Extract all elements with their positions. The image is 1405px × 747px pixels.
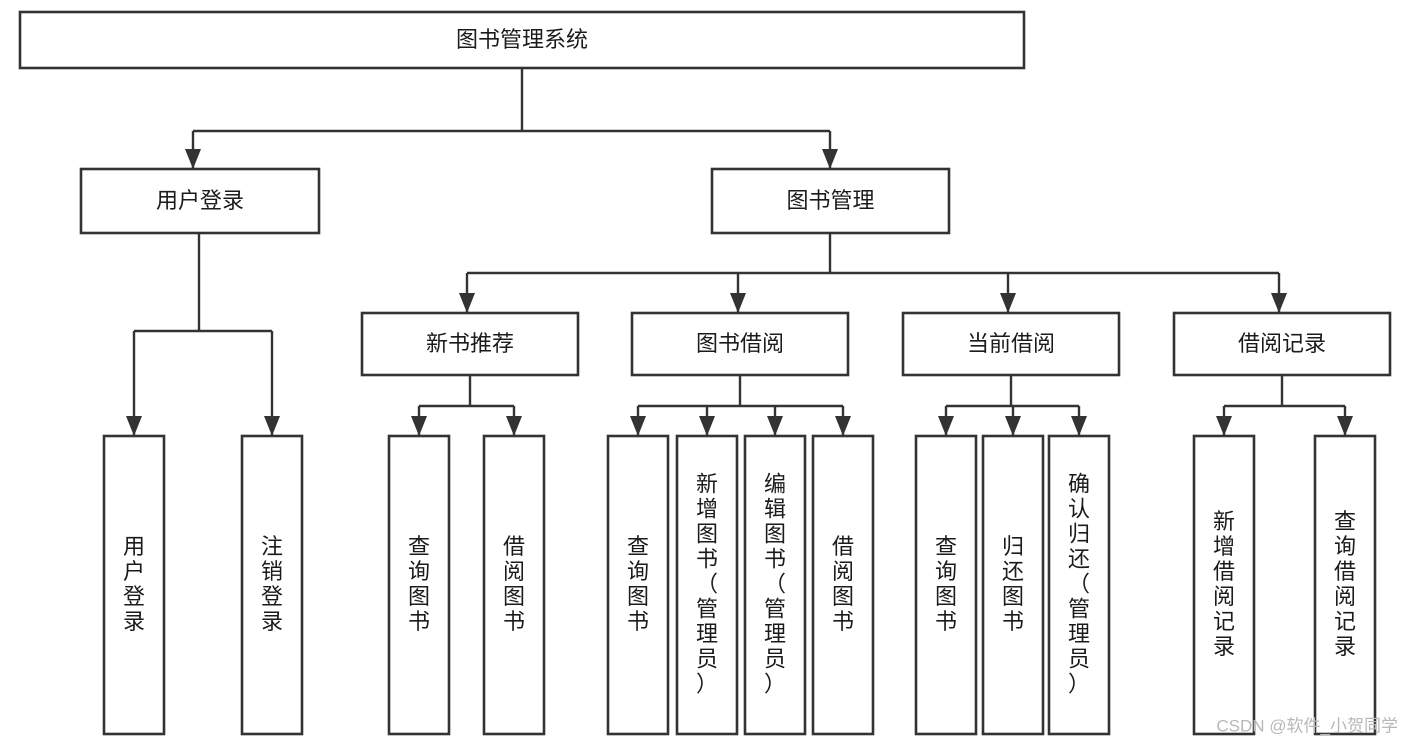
node-rect[interactable] (914, 434, 978, 736)
node-label: 借阅图书 (832, 534, 854, 634)
node-label: 用户登录 (156, 188, 244, 213)
node-rect[interactable] (901, 311, 1121, 377)
leaf-node-2[interactable]: 查询图书 (387, 434, 451, 736)
arrow-head-icon (411, 416, 427, 436)
level3-node-3[interactable]: 借阅记录 (1172, 311, 1392, 377)
leaf-node-8[interactable]: 查询图书 (914, 434, 978, 736)
node-label: 借阅记录 (1238, 331, 1326, 356)
node-label: 注销登录 (261, 534, 283, 634)
level2-node-1[interactable]: 图书管理 (710, 167, 951, 235)
node-label: 当前借阅 (967, 331, 1055, 356)
node-label: 确认归还（管理员） (1068, 472, 1090, 697)
arrow-head-icon (506, 416, 522, 436)
connector-layer (126, 68, 1353, 436)
node-label: 查询图书 (408, 534, 430, 634)
arrow-head-icon (1271, 293, 1287, 313)
node-label: 图书管理系统 (456, 27, 588, 52)
node-rect[interactable] (811, 434, 875, 736)
arrow-head-icon (938, 416, 954, 436)
node-rect[interactable] (1172, 311, 1392, 377)
node-label: 查询图书 (627, 534, 649, 634)
node-rect[interactable] (981, 434, 1045, 736)
node-rect[interactable] (1047, 434, 1111, 736)
leaf-node-3[interactable]: 借阅图书 (482, 434, 546, 736)
leaf-node-1[interactable]: 注销登录 (240, 434, 304, 736)
node-label: 编辑图书（管理员） (764, 472, 786, 697)
leaf-node-4[interactable]: 查询图书 (606, 434, 670, 736)
arrow-head-icon (1005, 416, 1021, 436)
leaf-node-5[interactable]: 新增图书（管理员） (675, 434, 739, 736)
node-label: 用户登录 (123, 534, 145, 634)
node-label: 新增借阅记录 (1213, 509, 1235, 659)
level3-node-2[interactable]: 当前借阅 (901, 311, 1121, 377)
arrow-head-icon (699, 416, 715, 436)
node-rect[interactable] (1313, 434, 1377, 736)
arrow-head-icon (1071, 416, 1087, 436)
arrow-head-icon (767, 416, 783, 436)
level3-node-1[interactable]: 图书借阅 (630, 311, 850, 377)
node-rect[interactable] (102, 434, 166, 736)
node-rect[interactable] (606, 434, 670, 736)
arrow-head-icon (1000, 293, 1016, 313)
node-label: 新书推荐 (426, 331, 514, 356)
node-rect[interactable] (675, 434, 739, 736)
level3-node-0[interactable]: 新书推荐 (360, 311, 580, 377)
node-rect[interactable] (743, 434, 807, 736)
arrow-head-icon (822, 149, 838, 169)
node-label: 查询图书 (935, 534, 957, 634)
node-label: 查询借阅记录 (1334, 509, 1356, 659)
arrow-head-icon (459, 293, 475, 313)
node-rect[interactable] (18, 10, 1026, 70)
arrow-head-icon (126, 416, 142, 436)
leaf-node-0[interactable]: 用户登录 (102, 434, 166, 736)
node-label: 图书借阅 (696, 331, 784, 356)
node-rect[interactable] (630, 311, 850, 377)
node-label: 借阅图书 (503, 534, 525, 634)
node-rect[interactable] (482, 434, 546, 736)
node-rect[interactable] (79, 167, 321, 235)
level2-node-0[interactable]: 用户登录 (79, 167, 321, 235)
arrow-head-icon (630, 416, 646, 436)
leaf-node-7[interactable]: 借阅图书 (811, 434, 875, 736)
node-rect[interactable] (710, 167, 951, 235)
leaf-node-10[interactable]: 确认归还（管理员） (1047, 434, 1111, 736)
arrow-head-icon (835, 416, 851, 436)
arrow-head-icon (730, 293, 746, 313)
arrow-head-icon (1216, 416, 1232, 436)
leaf-node-11[interactable]: 新增借阅记录 (1192, 434, 1256, 736)
arrow-head-icon (185, 149, 201, 169)
node-layer: 图书管理系统用户登录图书管理新书推荐图书借阅当前借阅借阅记录用户登录注销登录查询… (18, 10, 1392, 736)
leaf-node-6[interactable]: 编辑图书（管理员） (743, 434, 807, 736)
leaf-node-9[interactable]: 归还图书 (981, 434, 1045, 736)
node-rect[interactable] (1192, 434, 1256, 736)
node-rect[interactable] (360, 311, 580, 377)
arrow-head-icon (264, 416, 280, 436)
node-label: 图书管理 (786, 188, 874, 213)
node-rect[interactable] (387, 434, 451, 736)
node-label: 归还图书 (1002, 534, 1024, 634)
arrow-head-icon (1337, 416, 1353, 436)
leaf-node-12[interactable]: 查询借阅记录 (1313, 434, 1377, 736)
node-label: 新增图书（管理员） (696, 472, 718, 697)
csdn-watermark: CSDN @软件_小贺同学 (1216, 716, 1398, 735)
node-rect[interactable] (240, 434, 304, 736)
root-node-0[interactable]: 图书管理系统 (18, 10, 1026, 70)
